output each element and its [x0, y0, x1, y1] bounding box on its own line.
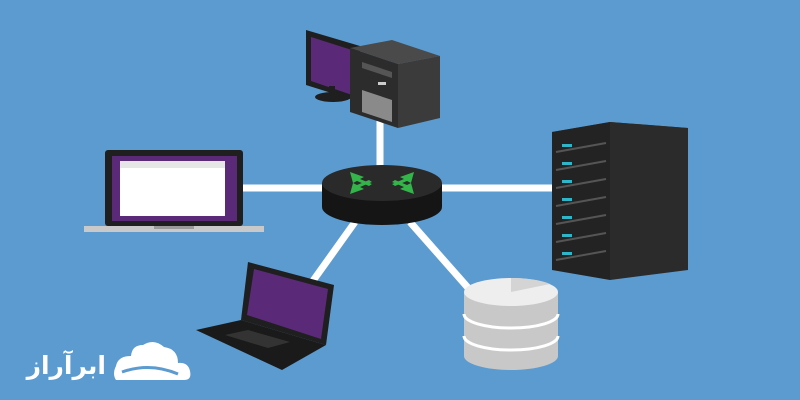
- rack-leds: [562, 144, 572, 255]
- laptop-icon: [196, 262, 334, 370]
- connections: [240, 115, 555, 293]
- link-laptop-bottom: [307, 219, 358, 288]
- laptop-icon: [84, 150, 264, 232]
- rack-units: [555, 142, 607, 261]
- server-rack-icon: [552, 122, 688, 280]
- database-icon: [462, 277, 560, 370]
- router-icon: [322, 165, 442, 225]
- brand-name: ابرآراز: [26, 351, 106, 380]
- desktop-computer-icon: [306, 30, 440, 128]
- inward-arrows-icon: [350, 172, 414, 194]
- cloud-logo-icon: [114, 341, 191, 380]
- link-database: [407, 219, 473, 293]
